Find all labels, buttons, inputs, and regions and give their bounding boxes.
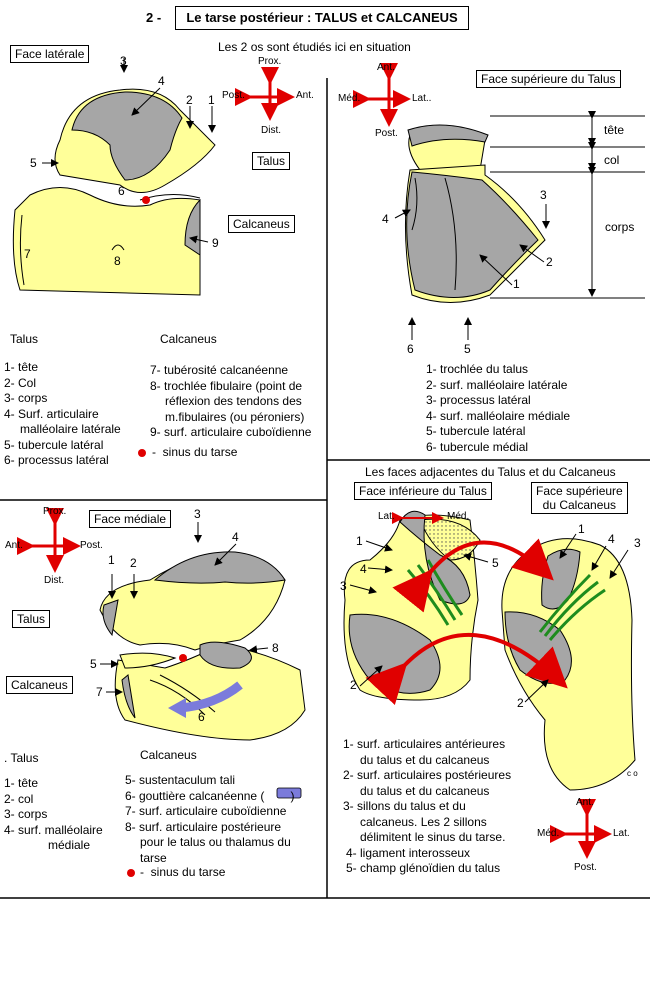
dim-head: tête xyxy=(604,123,625,137)
label3-7: 7 xyxy=(96,685,103,699)
label4-1a: 1 xyxy=(356,534,363,548)
talus-tag-1: Talus xyxy=(252,152,291,170)
compass2-left: Méd. xyxy=(338,93,361,104)
label2-6: 6 xyxy=(407,342,414,356)
compass3-right: Post. xyxy=(80,540,103,551)
label-5: 5 xyxy=(30,156,37,170)
sinus-legend-1: - sinus du tarse xyxy=(152,445,238,459)
correspondence-arrows xyxy=(365,538,568,706)
sinus-dot-1 xyxy=(142,196,150,204)
talus-tag-3: Talus xyxy=(12,610,51,628)
label3-3: 3 xyxy=(194,507,201,521)
sinus-dot-2 xyxy=(179,654,187,662)
compass4-right: Lat. xyxy=(613,828,630,839)
label3-8: 8 xyxy=(272,641,279,655)
calc-legend-title-3: Calcaneus xyxy=(140,748,197,762)
calc-post-surface-medial xyxy=(199,641,252,669)
groove-arrow xyxy=(179,681,243,713)
label3-4: 4 xyxy=(232,530,239,544)
compass4-left: Méd. xyxy=(537,828,560,839)
label-4: 4 xyxy=(158,74,165,88)
calc-cuboid-medial xyxy=(121,674,136,719)
label2-3: 3 xyxy=(540,188,547,202)
label4-4a: 4 xyxy=(360,562,367,576)
label4-5: 5 xyxy=(492,556,499,570)
compass2-down: Post. xyxy=(375,128,398,139)
label4-3a: 3 xyxy=(340,579,347,593)
medial-face-box: Face médiale xyxy=(89,510,172,528)
compass1-up: Prox. xyxy=(258,56,282,67)
talus-superior-box: Face supérieure du Talus xyxy=(476,70,621,88)
compass2-right: Lat.. xyxy=(412,93,432,104)
label-2: 2 xyxy=(186,93,193,107)
page-title: Le tarse postérieur : TALUS et CALCANEUS xyxy=(175,6,469,30)
label-9: 9 xyxy=(212,236,219,250)
label3-6: 6 xyxy=(198,710,205,724)
dim-neck: col xyxy=(604,153,620,167)
label-8: 8 xyxy=(114,254,121,268)
medial-view-bones xyxy=(99,551,306,741)
sinus-legend-3: - sinus du tarse xyxy=(140,865,226,879)
med-label: Méd. xyxy=(447,511,470,522)
subtitle: Les 2 os sont étudiés ici en situation xyxy=(218,40,411,54)
label2-4: 4 xyxy=(382,212,389,226)
compass3-left: Ant. xyxy=(5,540,23,551)
talus-trochlea-medial xyxy=(153,551,286,584)
signature: c o xyxy=(627,769,638,778)
label3-1: 1 xyxy=(108,553,115,567)
compass4-down: Post. xyxy=(574,862,597,873)
compass-4 xyxy=(550,799,612,859)
compass1-down: Dist. xyxy=(261,125,281,136)
label3-2: 2 xyxy=(130,556,137,570)
label4-1b: 1 xyxy=(578,522,585,536)
lat-label: Lat. xyxy=(378,511,395,522)
label2-1: 1 xyxy=(513,277,520,291)
talus-superior-view xyxy=(404,124,546,303)
label-7: 7 xyxy=(24,247,31,261)
talus-head-medial xyxy=(102,599,119,637)
calc-legend-title-1: Calcaneus xyxy=(160,332,217,346)
lateral-view-bones xyxy=(12,88,216,296)
section-number: 2 - xyxy=(146,10,162,25)
compass4-up: Ant. xyxy=(576,797,594,808)
talus-trochlea-lateral xyxy=(71,91,183,181)
compass3-up: Prox. xyxy=(43,506,67,517)
label2-2: 2 xyxy=(546,255,553,269)
calcaneus-tag-3: Calcaneus xyxy=(6,676,73,694)
label4-3b: 3 xyxy=(634,536,641,550)
label-1: 1 xyxy=(208,93,215,107)
talus-trochlea-superior xyxy=(406,171,539,298)
label4-4b: 4 xyxy=(608,532,615,546)
calc-legend-3: 5- sustentaculum tali 6- gouttière calca… xyxy=(125,773,295,865)
label4-2a: 2 xyxy=(350,678,357,692)
compass2-up: Ant. xyxy=(377,62,395,73)
label3-5: 5 xyxy=(90,657,97,671)
compass-3 xyxy=(17,508,81,573)
panel-dividers xyxy=(0,78,650,899)
compass1-left: Post. xyxy=(222,90,245,101)
calcaneus-lateral xyxy=(12,187,201,296)
compass-1 xyxy=(235,67,295,121)
talus-inferior-box: Face inférieure du Talus xyxy=(354,482,492,500)
label-6: 6 xyxy=(118,184,125,198)
dim-body: corps xyxy=(605,220,635,234)
compass1-right: Ant. xyxy=(296,90,314,101)
label2-5: 5 xyxy=(464,342,471,356)
talus-legend-title-3: . Talus xyxy=(4,751,39,765)
compass3-down: Dist. xyxy=(44,575,64,586)
label-3: 3 xyxy=(120,54,127,68)
calcaneus-tag-1: Calcaneus xyxy=(228,215,295,233)
label4-2b: 2 xyxy=(517,696,524,710)
adjacent-faces-title: Les faces adjacentes du Talus et du Calc… xyxy=(365,465,616,479)
lateral-face-box: Face latérale xyxy=(10,45,90,63)
compass-2 xyxy=(353,63,411,127)
talus-legend-title-1: Talus xyxy=(10,332,39,346)
